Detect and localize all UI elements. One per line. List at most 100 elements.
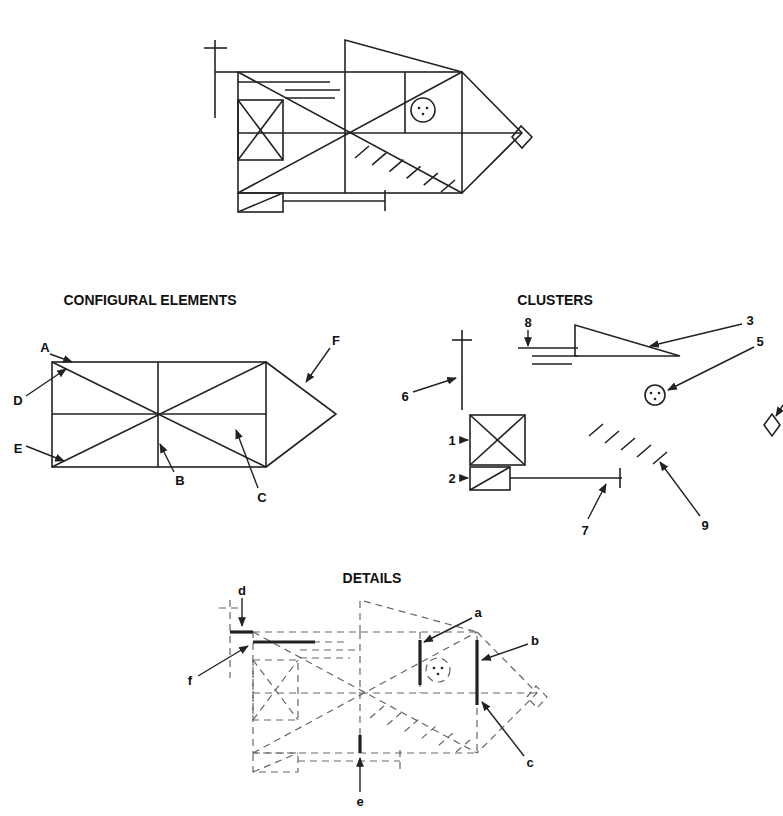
diamond-symbol	[527, 686, 547, 708]
callout-number: 8	[524, 316, 531, 329]
section-heading: CONFIGURAL ELEMENTS	[63, 293, 236, 307]
diagonal	[52, 362, 266, 467]
hatch-stroke	[389, 160, 403, 172]
complete-figure	[204, 40, 532, 212]
small-square-diagonal	[470, 467, 510, 490]
leader-arrow	[26, 446, 64, 461]
leader-arrow	[198, 646, 248, 676]
top-triangle	[345, 40, 462, 72]
parallel-line	[285, 97, 335, 99]
small-square-diagonal	[238, 193, 283, 212]
leader-arrow	[482, 644, 528, 660]
clusters	[452, 325, 780, 490]
bold-detail	[230, 630, 253, 633]
hatch-stroke	[441, 180, 455, 192]
square-cross	[470, 415, 525, 465]
detail-letter: d	[238, 584, 246, 597]
leader-arrow	[241, 598, 242, 626]
cross-square	[238, 100, 283, 160]
diagonal	[52, 362, 266, 467]
hatch-stroke	[387, 713, 401, 725]
hatch-stroke	[422, 726, 436, 738]
cross-connector	[215, 71, 238, 73]
parallel-line	[253, 641, 345, 642]
cross-bar	[219, 607, 242, 608]
element-letter: B	[175, 474, 184, 487]
square-cross	[470, 415, 525, 465]
cross-vertical	[461, 330, 463, 410]
bold-detail	[358, 735, 361, 753]
circle-symbol	[411, 98, 435, 122]
leader-lines	[26, 324, 783, 792]
hatch-stroke	[456, 740, 470, 752]
extension-line	[283, 200, 385, 202]
detail-letter: b	[531, 634, 539, 647]
element-letter: A	[40, 341, 49, 354]
end-tick	[399, 750, 400, 771]
circle-dot	[650, 392, 653, 395]
details-figure	[219, 600, 547, 772]
circle-dot	[437, 673, 440, 676]
side-triangle	[266, 362, 336, 467]
detail-letter: e	[356, 795, 363, 808]
square-cross	[253, 660, 298, 720]
section-heading: CLUSTERS	[517, 293, 592, 307]
horizontal-midline	[52, 413, 266, 415]
section-heading: DETAILS	[343, 571, 402, 585]
leader-arrow	[660, 462, 700, 516]
circle-dot	[422, 113, 425, 116]
end-tick	[384, 190, 386, 211]
callout-number: 3	[746, 314, 753, 327]
leader-arrow	[460, 439, 468, 440]
element-letter: E	[14, 442, 23, 455]
parallel-line	[518, 347, 578, 349]
side-triangle	[462, 72, 522, 193]
detail-letter: c	[526, 756, 533, 769]
diamond-symbol	[764, 414, 780, 436]
leader-arrow	[527, 330, 528, 346]
square-cross	[253, 660, 298, 720]
bold-detail	[418, 640, 421, 685]
leader-arrow	[460, 477, 468, 478]
leader-arrow	[160, 444, 174, 472]
hatch-stroke	[370, 706, 384, 718]
upper-right-vertical	[419, 632, 420, 693]
cross-connector	[230, 631, 253, 632]
leader-arrow	[650, 324, 742, 346]
leader-arrow	[668, 347, 754, 390]
bold-detail	[253, 640, 315, 643]
cross-bar	[204, 47, 227, 49]
hatch-stroke	[605, 431, 619, 443]
leader-arrow	[413, 378, 456, 392]
leader-arrow	[776, 405, 783, 416]
cross-square	[470, 415, 525, 465]
circle-dot	[433, 667, 436, 670]
parallel-line	[532, 355, 578, 357]
hatch-stroke	[424, 173, 438, 185]
leader-arrow	[588, 484, 606, 519]
small-square	[470, 467, 510, 490]
leader-arrow	[26, 369, 66, 396]
small-square	[253, 753, 298, 772]
end-tick	[619, 468, 621, 488]
circle-symbol	[426, 658, 450, 682]
hatch-stroke	[407, 166, 421, 178]
small-square-diagonal	[253, 753, 298, 772]
configural-elements	[52, 362, 336, 467]
element-letter: F	[332, 334, 340, 347]
leader-arrow	[306, 348, 330, 382]
element-letter: C	[257, 491, 266, 504]
parallel-line	[300, 649, 355, 650]
vertical-midline	[359, 632, 360, 753]
parallel-line	[300, 657, 350, 658]
element-letter: D	[13, 394, 22, 407]
extension-line	[510, 477, 622, 479]
leader-arrow	[50, 354, 72, 362]
top-triangle	[360, 600, 477, 632]
hatch-stroke	[404, 720, 418, 732]
parallel-line	[238, 81, 330, 83]
cross-vertical	[214, 40, 216, 118]
circle-dot	[418, 107, 421, 110]
